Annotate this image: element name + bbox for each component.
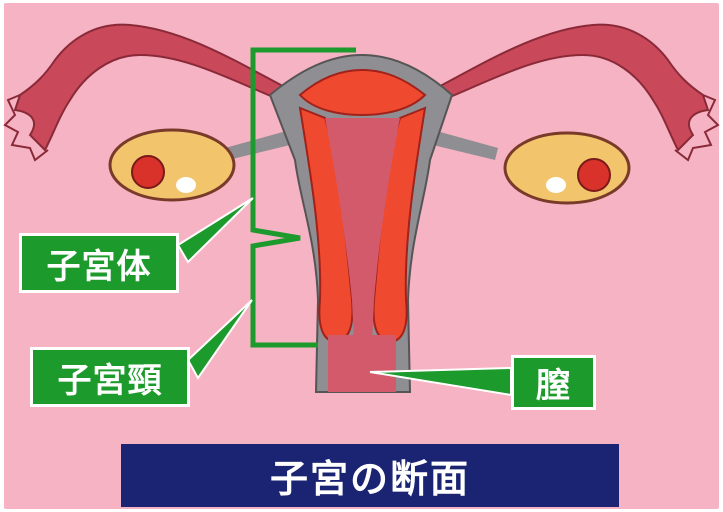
cervix-pointer <box>188 300 252 378</box>
vagina-label: 膣 <box>511 355 596 410</box>
vaginal-canal <box>328 335 396 392</box>
left-ovarian-ligament <box>225 130 290 160</box>
right-ovarian-ligament <box>433 130 498 160</box>
uterine-body-pointer <box>178 198 253 262</box>
diagram-title: 子宮の断面 <box>121 444 619 507</box>
left-ovary <box>110 130 234 200</box>
right-ovary <box>505 133 629 203</box>
uterine-body-label: 子宮体 <box>19 233 179 293</box>
cervix-label: 子宮頸 <box>30 347 190 407</box>
